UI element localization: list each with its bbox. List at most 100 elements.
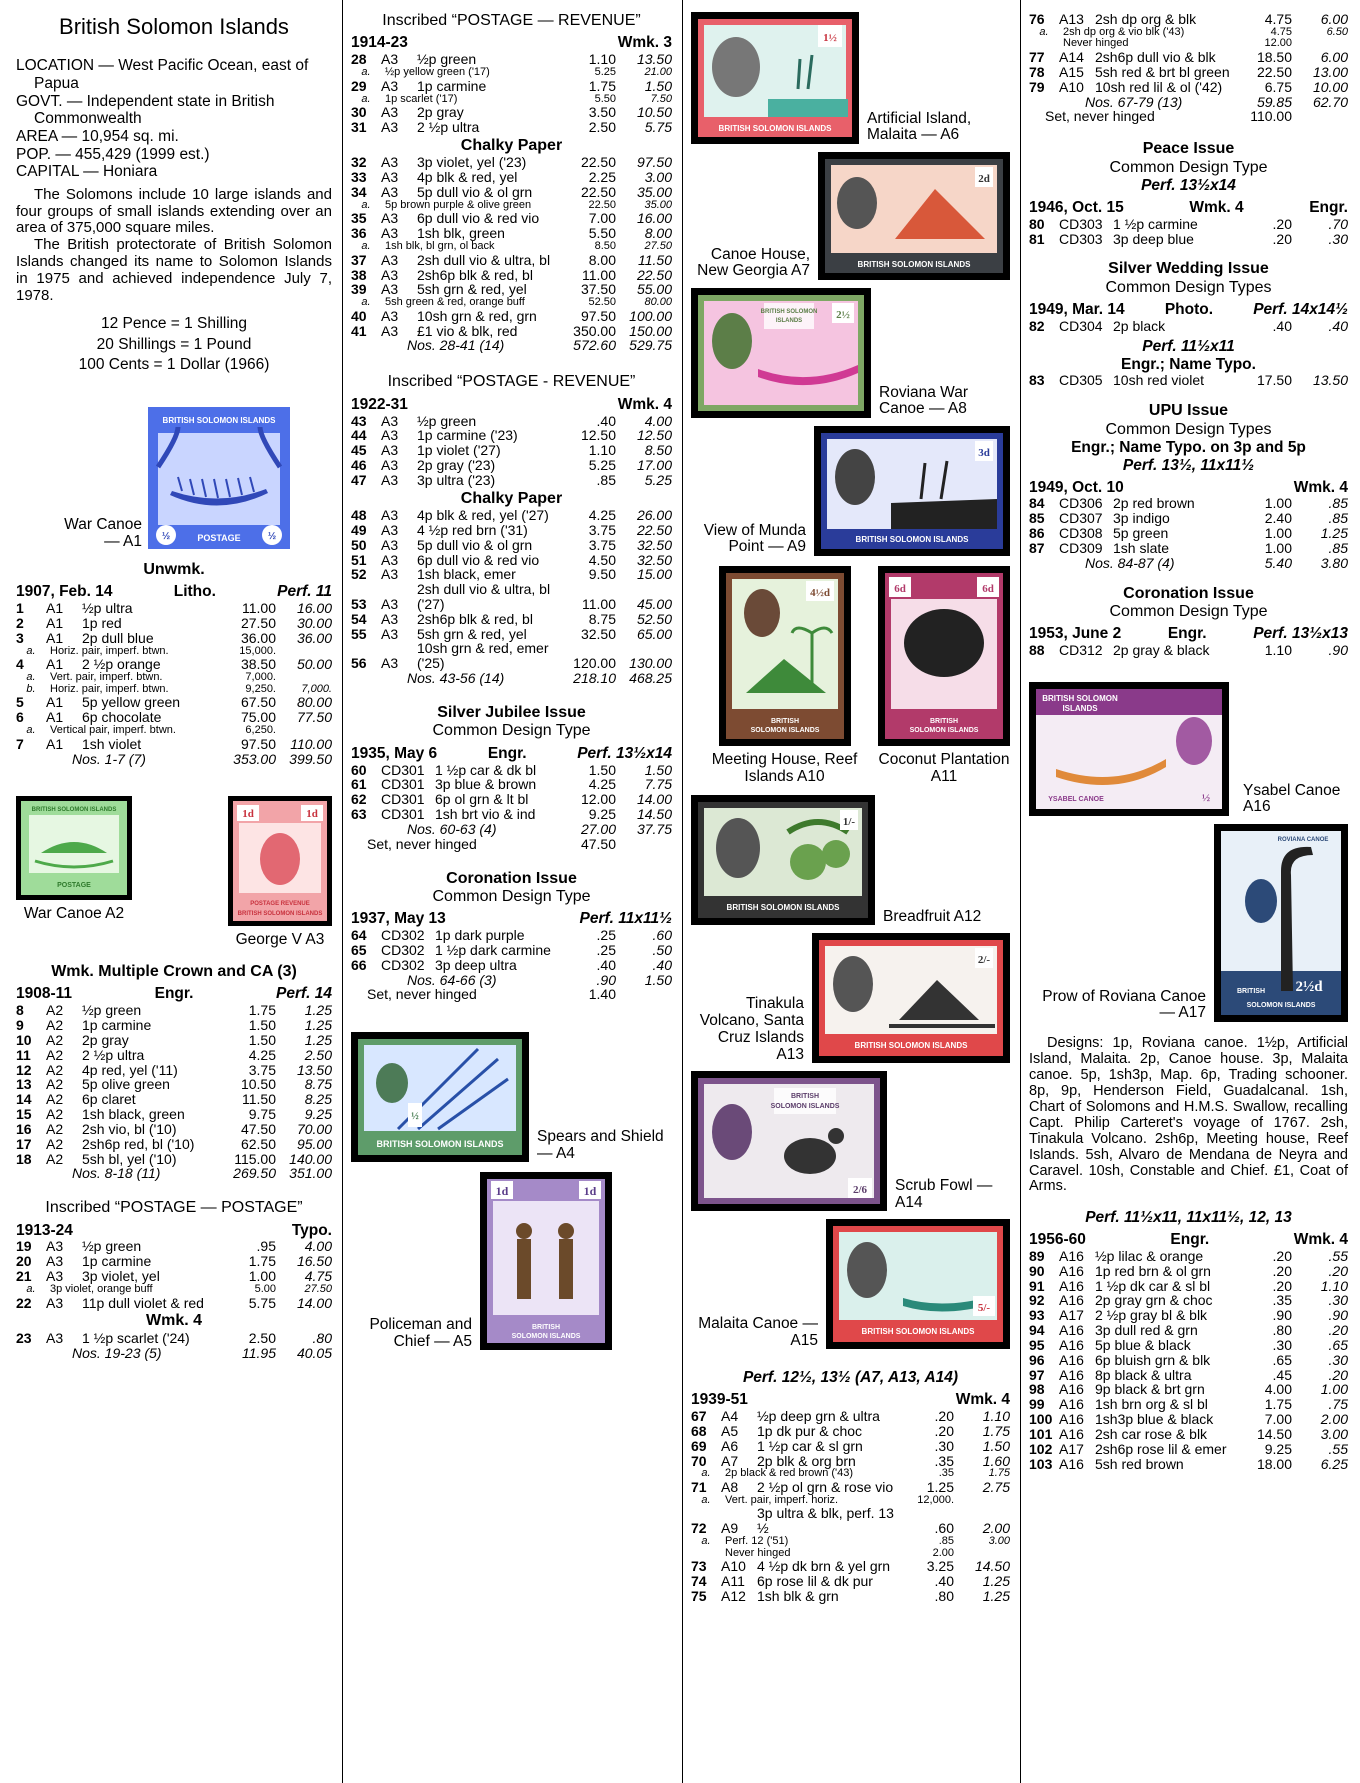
value-mint: 1.40 — [588, 986, 616, 1003]
catalog-number: 33 — [351, 169, 367, 186]
stamp-description: 5sh red & brt bl green — [1095, 63, 1230, 80]
catalog-number: 45 — [351, 442, 367, 459]
stamp-a11-image: 6d 6d BRITISH SOLOMON ISLANDS — [878, 566, 1010, 746]
issue-watermark: Wmk. 4 — [1293, 478, 1348, 496]
value-mint: .25 — [596, 941, 616, 958]
government-line: GOVT. — Independent state in British Com… — [16, 92, 275, 128]
spears-shield-icon: ½ BRITISH SOLOMON ISLANDS — [358, 1039, 522, 1156]
value-used: 11.50 — [638, 251, 672, 268]
svg-text:BRITISH SOLOMON ISLANDS: BRITISH SOLOMON ISLANDS — [238, 911, 323, 917]
value-used: 22.50 — [636, 266, 672, 283]
value-used: 14.00 — [296, 1294, 332, 1311]
caption-a9: View of Munda Point — A9 — [703, 521, 806, 556]
value-used: 21.00 — [644, 66, 672, 79]
location-line: LOCATION — West Pacific Ocean, east of P… — [16, 57, 309, 92]
svg-text:1d: 1d — [306, 808, 318, 820]
value-mint: 1.00 — [1264, 539, 1292, 556]
value-mint: 18.50 — [1256, 49, 1292, 66]
value-used: .85 — [1328, 495, 1348, 512]
design-number: A10 — [721, 1558, 746, 1575]
issue-perf: Perf. 14 — [275, 985, 332, 1003]
issue-perf: Perf. 11 — [277, 583, 332, 601]
breadfruit-icon: 1/- BRITISH SOLOMON ISLANDS — [698, 802, 868, 919]
design-number: CD303 — [1059, 215, 1103, 232]
illustration-a15: Malaita Canoe — A15 5/- BRITISH SOLOMON … — [691, 1219, 1010, 1350]
value-mint: .20 — [934, 1422, 954, 1439]
design-number: A3 — [381, 169, 399, 186]
issue-date: 1939-51 — [691, 1391, 748, 1409]
canoe-house-icon: 2d BRITISH SOLOMON ISLANDS — [825, 159, 1003, 273]
value-used: 110.00 — [290, 735, 332, 752]
catalog-number: 100 — [1029, 1411, 1053, 1428]
population-line: POP. — 455,429 (1999 est.) — [16, 145, 210, 163]
stamp-description: ½p green — [417, 51, 477, 68]
stamp-description: 3p violet, yel — [82, 1268, 160, 1285]
value-used: 2.00 — [982, 1520, 1010, 1537]
value-mint: 27.00 — [580, 820, 616, 837]
value-mint: .85 — [596, 471, 616, 488]
catalog-number: 69 — [691, 1437, 707, 1454]
catalog-number: 72 — [691, 1520, 707, 1537]
stamp-description: 10sh grn & red, emer ('25) — [417, 640, 549, 672]
stamp-a1-image: ½ ½ BRITISH SOLOMON ISLANDS POSTAGE — [146, 404, 292, 551]
country-info: LOCATION — West Pacific Ocean, east of P… — [16, 57, 332, 181]
catalog-number: 54 — [351, 610, 367, 627]
designs-note: Designs: 1p, Roviana canoe. 1½p, Artific… — [1029, 1035, 1348, 1195]
design-number: CD305 — [1059, 372, 1103, 389]
value-mint: .40 — [1272, 317, 1292, 334]
value-used: 26.00 — [636, 507, 672, 524]
stamp-description: 3p blue & brown — [435, 776, 537, 793]
intro-paragraph-1: The Solomons include 10 large islands an… — [16, 185, 332, 237]
catalog-number: 41 — [351, 322, 367, 339]
catalog-number: 38 — [351, 266, 367, 283]
value-mint: 1.75 — [1264, 1396, 1292, 1413]
catalog-number: 73 — [691, 1558, 707, 1575]
value-used: 55.00 — [636, 281, 672, 298]
catalog-number: 39 — [351, 281, 367, 298]
area-line: AREA — 10,954 sq. mi. — [16, 127, 179, 145]
value-used: 1.50 — [982, 1437, 1010, 1454]
catalog-number: 4 — [16, 656, 24, 673]
catalog-number: 36 — [351, 225, 367, 242]
design-number: A3 — [381, 551, 399, 568]
catalog-number: 102 — [1029, 1440, 1053, 1457]
design-number: A13 — [1059, 11, 1084, 27]
section-heading: Silver Wedding Issue — [1108, 260, 1269, 278]
catalog-number: 70 — [691, 1452, 707, 1469]
caption-a14: Scrub Fowl — A14 — [895, 1176, 993, 1211]
value-used: 1.50 — [644, 971, 672, 988]
stamp-description: 4p blk & red, yel ('27) — [417, 507, 549, 524]
value-mint: 14.50 — [1256, 1425, 1292, 1442]
value-mint: 4.00 — [1264, 1381, 1292, 1398]
svg-text:BRITISH: BRITISH — [532, 1324, 560, 1331]
design-number: A17 — [1059, 1307, 1084, 1324]
stamp-description: 1sh blk & grn — [757, 1588, 839, 1605]
value-mint: 38.50 — [240, 656, 276, 673]
value-mint: 7,000. — [245, 671, 276, 684]
value-used: 1.00 — [1320, 1381, 1348, 1398]
issue-watermark: Wmk. 4 — [1189, 198, 1244, 216]
value-used: 30.00 — [296, 614, 332, 631]
stamp-description: 3p deep ultra — [435, 956, 517, 973]
design-number: A11 — [721, 1573, 745, 1590]
value-used: 13.00 — [1312, 63, 1348, 80]
design-number: A7 — [721, 1452, 739, 1469]
catalog-number: 80 — [1029, 215, 1045, 232]
issue-date: 1953, June 2 — [1029, 625, 1122, 643]
value-used: .80 — [312, 1329, 332, 1346]
design-number: A16 — [1059, 1262, 1084, 1279]
value-used: 1.10 — [982, 1408, 1010, 1425]
stamp-a10-image: 4½d BRITISH SOLOMON ISLANDS — [718, 566, 851, 746]
